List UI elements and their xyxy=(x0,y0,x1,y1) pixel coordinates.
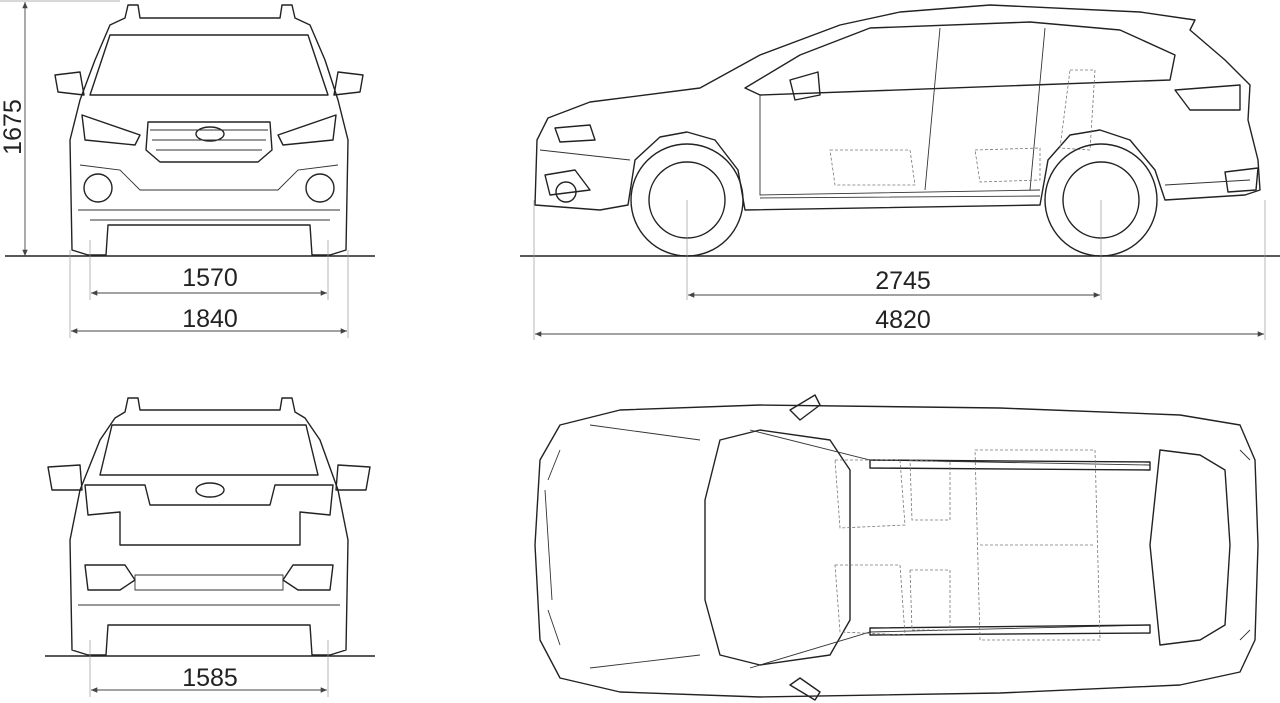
side-view: 2745 4820 xyxy=(520,4,1280,340)
length-label: 4820 xyxy=(875,306,931,334)
top-view xyxy=(534,394,1259,701)
front-view: 1675 1570 1840 xyxy=(0,0,375,338)
wheelbase-label: 2745 xyxy=(875,267,931,295)
rear-view: 1585 xyxy=(45,397,375,697)
height-label: 1675 xyxy=(0,99,27,155)
front-track-label: 1570 xyxy=(182,264,238,292)
width-label: 1840 xyxy=(182,305,238,333)
rear-track-label: 1585 xyxy=(182,664,238,692)
